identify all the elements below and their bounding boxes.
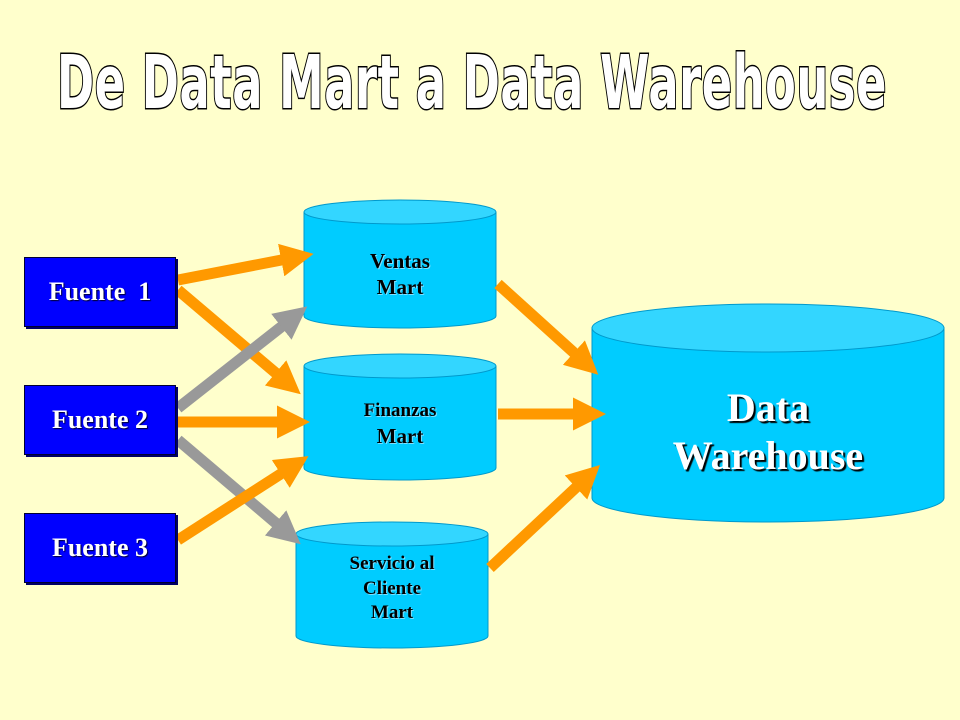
data-warehouse-label: Data Warehouse: [592, 384, 944, 480]
source-label: Fuente 3: [51, 533, 149, 562]
arrow-ventas-warehouse: [494, 279, 599, 375]
source-label: Fuente 1: [48, 277, 152, 306]
source-box-fuente-2: Fuente 2: [24, 385, 176, 455]
data-warehouse-cylinder: [591, 303, 945, 523]
arrow-fuente1-finanzas: [174, 285, 301, 395]
arrow-fuente1-ventas: [176, 243, 314, 286]
diagram-title: De Data Mart a Data Warehouse: [56, 39, 888, 128]
mart-label-line: Ventas: [370, 249, 430, 273]
source-label: Fuente 2: [51, 405, 149, 434]
source-box-fuente-1: Fuente 1: [24, 257, 176, 327]
warehouse-label-line: Data: [726, 385, 810, 430]
servicio-mart-label: Servicio al Cliente Mart: [296, 552, 488, 626]
ventas-mart-label: Ventas Mart: [304, 248, 496, 301]
finanzas-mart-cylinder: [303, 353, 497, 481]
mart-label-line: Finanzas: [363, 400, 437, 421]
source-box-fuente-3: Fuente 3: [24, 513, 176, 583]
ventas-mart-cylinder: [303, 199, 497, 329]
arrow-servicio-warehouse: [486, 464, 601, 573]
mart-label-line: Mart: [370, 602, 414, 624]
title-text: De Data Mart a Data Warehouse: [57, 40, 887, 126]
finanzas-mart-label: Finanzas Mart: [304, 399, 496, 449]
arrow-fuente2-ventas: [174, 306, 308, 413]
mart-label-line: Cliente: [362, 577, 422, 599]
mart-label-line: Servicio al: [349, 553, 435, 574]
servicio-mart-cylinder: [295, 521, 489, 649]
arrow-fuente2-servicio: [174, 435, 301, 545]
mart-label-line: Mart: [376, 423, 424, 448]
warehouse-label-line: Warehouse: [672, 433, 864, 478]
arrow-fuente3-finanzas: [175, 456, 309, 545]
mart-label-line: Mart: [376, 275, 424, 300]
